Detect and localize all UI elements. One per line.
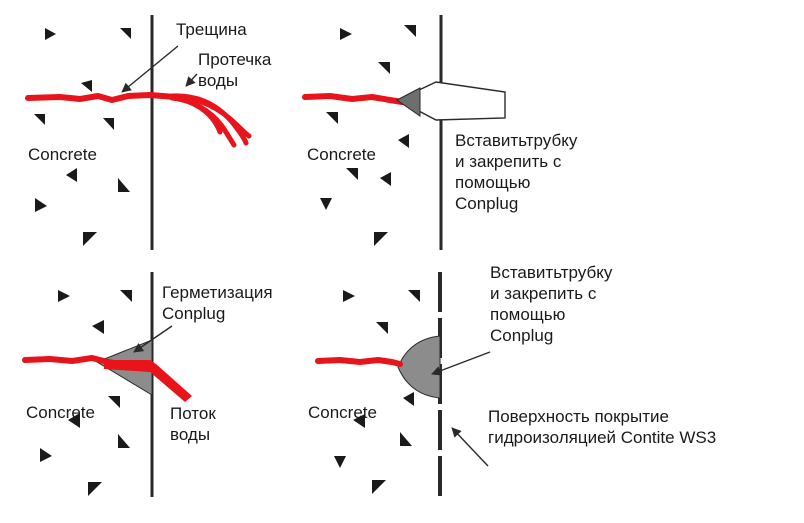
concrete-aggregate <box>34 28 131 246</box>
panel-crack-leak <box>25 15 252 250</box>
coating-label: Поверхность покрытие гидроизоляцией Cont… <box>488 407 717 447</box>
concrete-label: Concrete <box>26 403 95 422</box>
panel-seal-conplug <box>22 272 192 497</box>
leak-pointer-arrow <box>185 73 198 87</box>
conplug-seal <box>397 335 441 399</box>
panel-insert-tube <box>302 15 506 250</box>
tube-plug <box>396 87 421 117</box>
seal-pointer-arrow <box>133 325 173 353</box>
crack-label: Трещина <box>176 20 247 39</box>
water-flow <box>104 360 192 402</box>
crack-line <box>315 357 403 367</box>
insert-tube-label: Вставитьтрубку и закрепить с помощью Con… <box>455 131 578 213</box>
concrete-aggregate <box>320 25 416 246</box>
leak-label: Протечка воды <box>198 50 272 90</box>
water-leak <box>169 93 252 148</box>
seal-conplug-label: Герметизация Conplug <box>162 283 273 323</box>
crack-line <box>302 93 405 105</box>
injection-tube <box>396 81 506 121</box>
insert-tube-label: Вставитьтрубку и закрепить с помощью Con… <box>490 263 613 345</box>
concrete-label: Concrete <box>308 403 377 422</box>
coating-pointer-arrow <box>451 427 489 467</box>
conplug-pointer-arrow <box>431 351 491 376</box>
concrete-label: Concrete <box>28 145 97 164</box>
crack-line <box>25 92 178 103</box>
water-flow-label: Поток воды <box>170 404 216 444</box>
crack-pointer-arrow <box>121 45 179 93</box>
panel-coating <box>315 272 491 497</box>
concrete-aggregate <box>40 290 132 496</box>
concrete-aggregate <box>334 290 420 494</box>
concrete-label: Concrete <box>307 145 376 164</box>
